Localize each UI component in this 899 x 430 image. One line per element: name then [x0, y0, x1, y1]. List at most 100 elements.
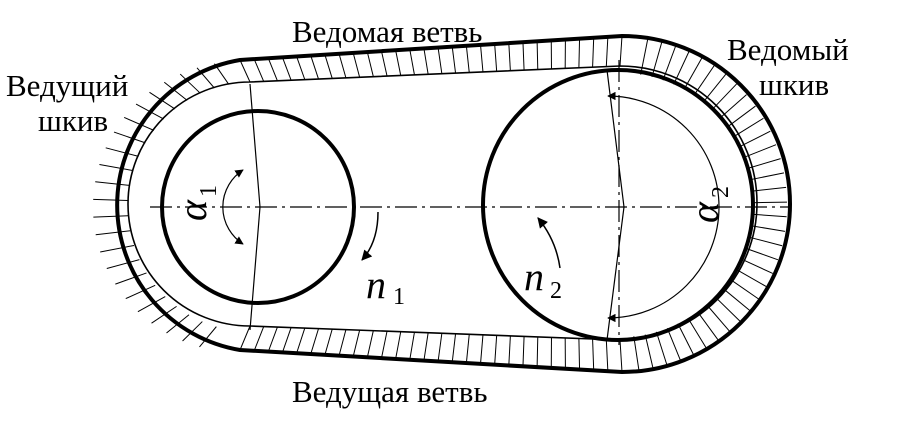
belt-hatch-line [239, 59, 251, 83]
driving-pulley [160, 109, 356, 305]
belt-hatch-line [714, 296, 742, 323]
belt-hatch-line [93, 215, 129, 218]
belt-hatch-line [163, 81, 188, 101]
belt-hatch-line [451, 46, 457, 74]
belt-inner-contour [127, 65, 758, 341]
n2-letter: n [524, 254, 544, 299]
driving-branch-label: Ведущая ветвь [292, 374, 487, 409]
belt-hatch-line [253, 58, 265, 82]
belt-hatch-line [666, 328, 682, 363]
belt-hatch-line [137, 296, 166, 313]
belt-hatch-line [578, 38, 581, 68]
belt-hatch-line [592, 37, 595, 68]
belt-hatch-line [409, 332, 415, 360]
belt-hatch-line [125, 284, 156, 300]
belt-hatch-line [267, 326, 278, 352]
belt-hatch-line [423, 332, 429, 361]
belt-hatch-line [395, 50, 402, 76]
alpha1-letter: α [170, 199, 215, 221]
belt-hatch-line [508, 335, 511, 366]
belt-hatch-line [578, 338, 581, 370]
alpha2-symbol: α 2 [682, 186, 734, 223]
belt-hatch-line [744, 247, 779, 261]
belt-hatch-line [640, 38, 649, 75]
alpha1-subscript: 1 [196, 185, 222, 197]
belt-hatch-line [673, 51, 690, 85]
belt-hatch-line [310, 328, 319, 355]
belt-hatch-line [199, 326, 217, 348]
belt-hatch-line [324, 54, 333, 79]
belt-hatch-line [296, 327, 306, 354]
n1-subscript: 1 [393, 284, 405, 310]
belt-hatch-line [338, 53, 347, 78]
belt-hatch-line [182, 321, 203, 342]
belt-hatch-line [151, 305, 177, 324]
belt-hatch-line [697, 311, 720, 342]
driving-pulley-label-line1: Ведущий [6, 68, 128, 103]
belt-hatch-line [605, 36, 609, 67]
alpha1-symbol: α 1 [170, 185, 222, 221]
belt-hatch-line [751, 213, 787, 218]
belt-hatch-line [267, 58, 278, 82]
alpha2-arc [607, 91, 720, 323]
driven-pulley-chord [606, 69, 625, 341]
belt-hatch-line [494, 43, 498, 72]
belt-hatch-line [310, 55, 319, 80]
belt-hatch-line [536, 336, 539, 368]
belt-hatch-line [253, 326, 265, 351]
belt-hatch-line [214, 63, 230, 85]
belt-hatch-line [751, 201, 787, 204]
belt-hatch-line [451, 333, 457, 363]
driving-pulley-label-line2: шкив [38, 103, 108, 138]
belt-hatch-line [683, 57, 703, 90]
belt-hatch-line [465, 45, 470, 73]
belt-hatch-line [281, 57, 292, 81]
belt-hatching [93, 35, 787, 373]
alpha1-arc [222, 169, 244, 245]
belt-hatch-line [196, 67, 215, 89]
belt-hatch-line [149, 91, 176, 110]
belt-hatch-line [592, 338, 595, 371]
belt-hatch-line [729, 278, 760, 300]
belt-hatch-line [522, 336, 525, 367]
belt-hatch-line [750, 225, 786, 232]
belt-hatch-line [693, 65, 715, 96]
belt-hatch-line [619, 35, 623, 67]
belt-hatch-line [687, 317, 708, 350]
belt-hatch-line [135, 103, 164, 120]
belt-hatch-line [536, 41, 539, 70]
belt-hatch-line [605, 339, 609, 372]
belt-hatch-line [99, 163, 134, 172]
driven-branch-label: Ведомая ветвь [292, 14, 482, 49]
belt-hatch-line [423, 48, 429, 75]
belt-hatch-line [366, 51, 374, 77]
belt-hatch-line [296, 56, 306, 80]
belt-hatch-line [480, 44, 484, 72]
belt-hatch-line [726, 105, 756, 128]
belt-hatch-line [437, 47, 443, 74]
belt-hatch-line [95, 181, 130, 186]
belt-hatch-line [633, 336, 640, 373]
belt-hatch-line [179, 73, 201, 94]
n2-subscript: 2 [550, 278, 562, 304]
belt-hatch-line [380, 331, 388, 359]
belt-hatch-line [123, 116, 155, 131]
belt-hatch-line [324, 328, 333, 356]
belt-hatch-line [619, 339, 623, 373]
driven-pulley-label-line2: шкив [759, 67, 829, 102]
n2-rotation-arrow [537, 217, 561, 269]
belt-hatch-line [508, 43, 511, 71]
belt-hatch-line [740, 258, 773, 274]
driving-pulley-chord [249, 83, 261, 331]
belt-hatch-line [338, 329, 347, 356]
belt-hatch-line [465, 334, 470, 364]
belt-hatch-line [651, 41, 663, 78]
belt-hatch-line [106, 259, 140, 269]
belt-hatch-line [522, 42, 525, 71]
belt-outer-contour [115, 33, 792, 375]
belt-hatch-line [480, 334, 484, 364]
belt-hatch-line [239, 325, 251, 351]
belt-hatch-line [352, 330, 361, 357]
belt-hatch-line [747, 236, 783, 247]
